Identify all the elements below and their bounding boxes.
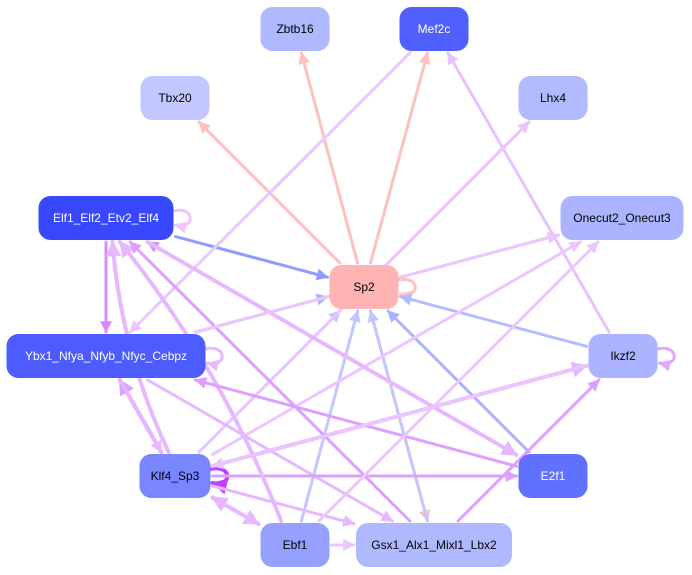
edge-elf1-elf2-etv2-elf4-to-e2f1 [145,240,519,457]
node-klf4-sp3[interactable]: Klf4_Sp3 [139,454,211,498]
node-label: Ybx1_Nfya_Nfyb_Nfyc_Cebpz [25,349,187,363]
edge-sp2-to-mef2c [369,51,431,265]
edge-ebf1-to-onecut2-onecut3 [317,240,600,523]
edges-layer [100,51,676,551]
edge-ikzf2-to-mef2c [446,51,611,334]
edge-e2f1-to-ybx1-nfya-nfyb-nfyc-cebpz [193,377,518,468]
node-box[interactable] [399,7,469,51]
node-box[interactable] [356,523,512,567]
node-e2f1[interactable]: E2f1 [518,454,588,498]
node-label: Gsx1_Alx1_Mixl1_Lbx2 [371,538,497,552]
edge-gsx1-alx1-mixl1-lbx2-to-elf1-elf2-etv2-elf4 [128,240,412,523]
node-box[interactable] [518,76,588,120]
node-label: Klf4_Sp3 [151,469,200,483]
node-box[interactable] [139,454,211,498]
edge-ybx1-nfya-nfyb-nfyc-cebpz-to-ybx1-nfya-nfyb-nfyc-cebpz [204,346,224,372]
node-label: Onecut2_Onecut3 [573,211,671,225]
edge-klf4-sp3-to-onecut2-onecut3 [211,240,582,456]
node-gsx1-alx1-mixl1-lbx2[interactable]: Gsx1_Alx1_Mixl1_Lbx2 [356,523,512,567]
edge-ikzf2-to-klf4-sp3 [211,364,588,470]
node-label: E2f1 [541,469,566,483]
node-box[interactable] [140,76,210,120]
node-onecut2-onecut3[interactable]: Onecut2_Onecut3 [560,196,684,240]
node-box[interactable] [260,523,330,567]
node-box[interactable] [260,7,330,51]
node-label: Sp2 [353,280,375,294]
edge-elf1-elf2-etv2-elf4-to-elf1-elf2-etv2-elf4 [172,208,192,234]
node-label: Tbx20 [158,91,192,105]
node-tbx20[interactable]: Tbx20 [140,76,210,120]
node-lhx4[interactable]: Lhx4 [518,76,588,120]
edge-ybx1-nfya-nfyb-nfyc-cebpz-to-klf4-sp3 [118,378,163,454]
node-mef2c[interactable]: Mef2c [399,7,469,51]
node-box[interactable] [588,334,658,378]
edge-ikzf2-to-ikzf2 [656,346,676,372]
node-box[interactable] [38,196,174,240]
node-ebf1[interactable]: Ebf1 [260,523,330,567]
edge-elf1-elf2-etv2-elf4-to-sp2 [174,235,329,281]
node-label: Elf1_Elf2_Etv2_Elf4 [53,211,159,225]
node-box[interactable] [560,196,684,240]
node-ikzf2[interactable]: Ikzf2 [588,334,658,378]
node-box[interactable] [518,454,588,498]
node-elf1-elf2-etv2-elf4[interactable]: Elf1_Elf2_Etv2_Elf4 [38,196,174,240]
edge-sp2-to-zbtb16 [298,51,360,265]
node-box[interactable] [6,334,206,378]
node-label: Ebf1 [283,538,308,552]
edge-gsx1-alx1-mixl1-lbx2-to-ikzf2 [456,378,601,523]
edge-klf4-sp3-to-gsx1-alx1-mixl1-lbx2 [211,484,356,527]
node-zbtb16[interactable]: Zbtb16 [260,7,330,51]
node-label: Zbtb16 [276,22,314,36]
edge-mef2c-to-ybx1-nfya-nfyb-nfyc-cebpz [128,51,412,334]
edge-ebf1-to-elf1-elf2-etv2-elf4 [117,240,284,523]
node-box[interactable] [329,265,399,309]
node-label: Mef2c [418,22,451,36]
node-label: Ikzf2 [610,349,636,363]
node-label: Lhx4 [540,91,566,105]
node-sp2[interactable]: Sp2 [329,265,399,309]
edge-sp2-to-sp2 [397,277,417,303]
edge-ebf1-to-klf4-sp3 [210,495,261,526]
node-ybx1-nfya-nfyb-nfyc-cebpz[interactable]: Ybx1_Nfya_Nfyb_Nfyc_Cebpz [6,334,206,378]
edge-ikzf2-to-sp2 [399,293,588,348]
